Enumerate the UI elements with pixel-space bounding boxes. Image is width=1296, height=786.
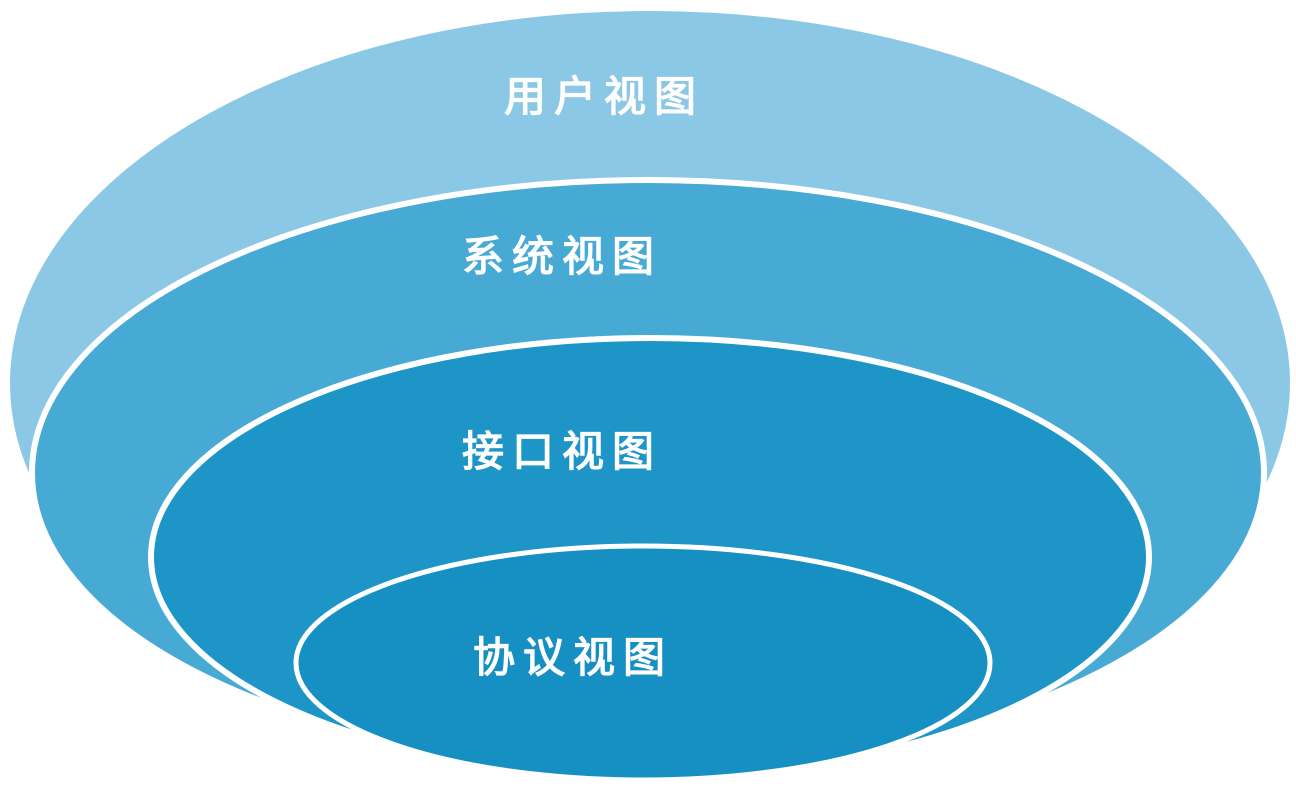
interface-view-label: 接口视图 bbox=[462, 428, 662, 475]
user-view-label: 用户视图 bbox=[504, 73, 704, 120]
system-view-label: 系统视图 bbox=[462, 233, 662, 280]
protocol-view-ellipse bbox=[293, 543, 993, 783]
protocol-view-label: 协议视图 bbox=[473, 634, 673, 681]
